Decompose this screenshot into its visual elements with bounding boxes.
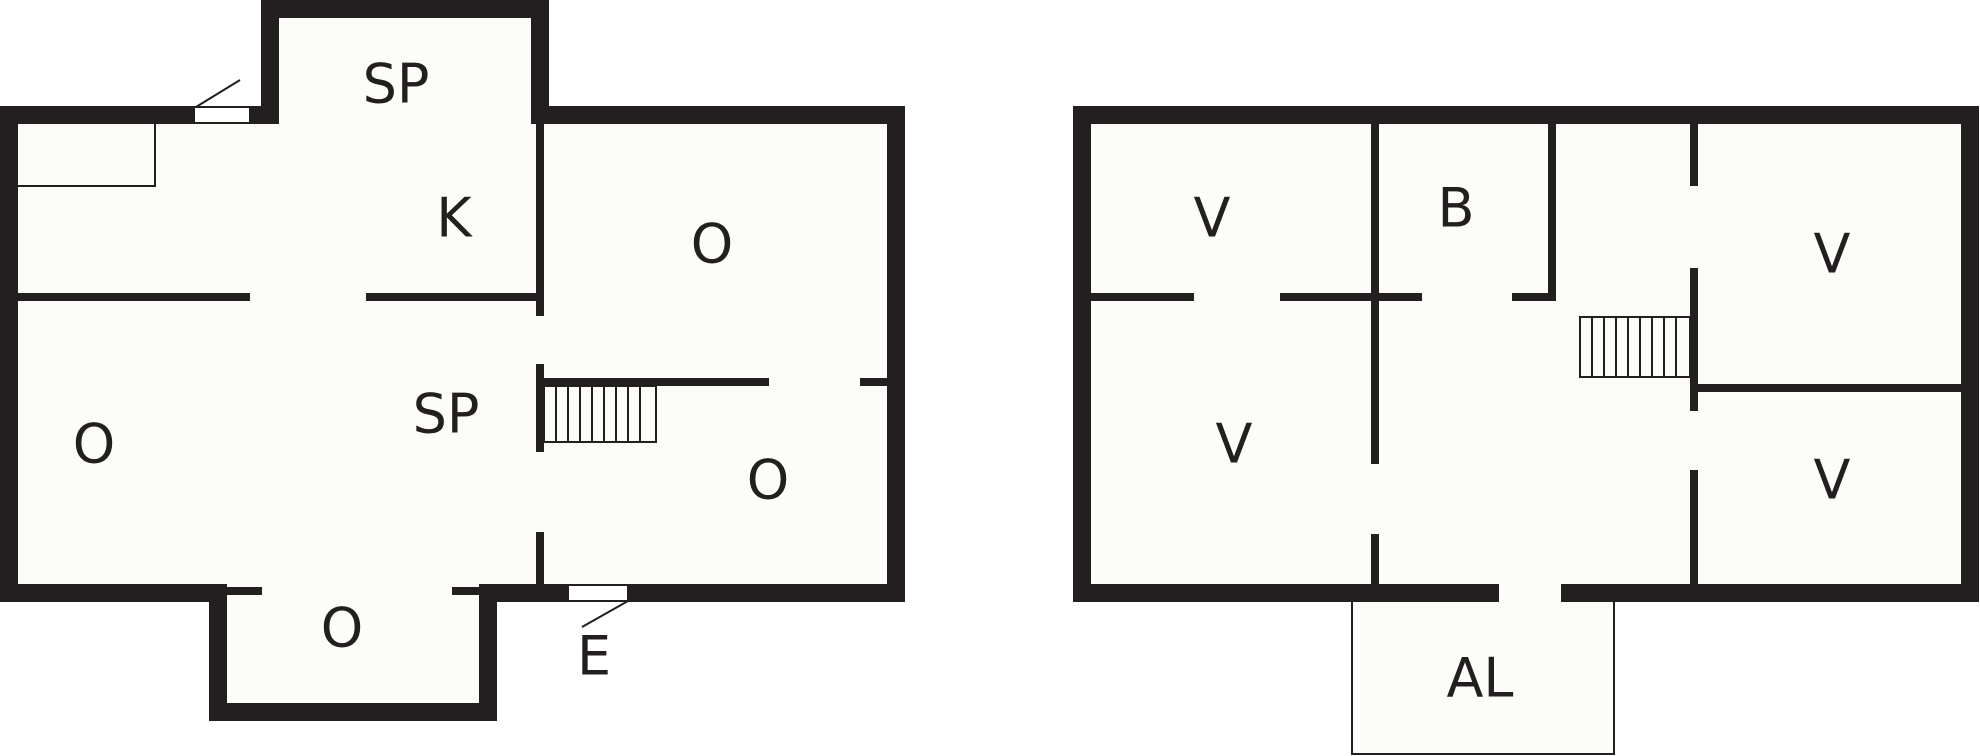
floor-1-interior-walls xyxy=(9,115,896,593)
floor-2-area xyxy=(1082,115,1970,593)
room-label-o-bottom: O xyxy=(321,597,364,660)
room-label-al: AL xyxy=(1446,647,1513,710)
room-label-o-right-top: O xyxy=(691,213,734,276)
room-label-o-left: O xyxy=(73,413,116,476)
floor-1-area xyxy=(9,9,896,712)
floor-2-interior-walls xyxy=(1091,115,1970,593)
room-label-v-top-right: V xyxy=(1814,223,1851,286)
floor-2-plan: V B V V V AL xyxy=(1073,106,1979,755)
room-label-v-top-left: V xyxy=(1194,187,1231,250)
floor-1-staircase xyxy=(543,385,657,443)
floor-2-exterior-walls xyxy=(1073,106,1979,602)
floor-1-closet xyxy=(18,124,156,187)
room-label-sp-top: SP xyxy=(363,53,430,116)
floor-1-plan: SP K O O SP O O E xyxy=(0,0,905,721)
room-label-k: K xyxy=(436,187,473,250)
room-label-o-right-bottom: O xyxy=(747,449,790,512)
room-label-v-bottom-left: V xyxy=(1216,413,1253,476)
floor-1-exterior-walls xyxy=(0,0,905,721)
floor-2-balcony-area xyxy=(1352,593,1614,754)
room-label-v-bottom-right: V xyxy=(1814,449,1851,512)
room-label-b: B xyxy=(1437,177,1474,240)
room-label-sp-center: SP xyxy=(413,383,480,446)
floor-1-entrance-door xyxy=(567,584,629,628)
room-label-entrance: E xyxy=(577,625,611,688)
floor-1-top-door xyxy=(193,79,251,124)
floor-2-balcony xyxy=(1351,602,1615,755)
floor-2-staircase xyxy=(1579,316,1691,378)
